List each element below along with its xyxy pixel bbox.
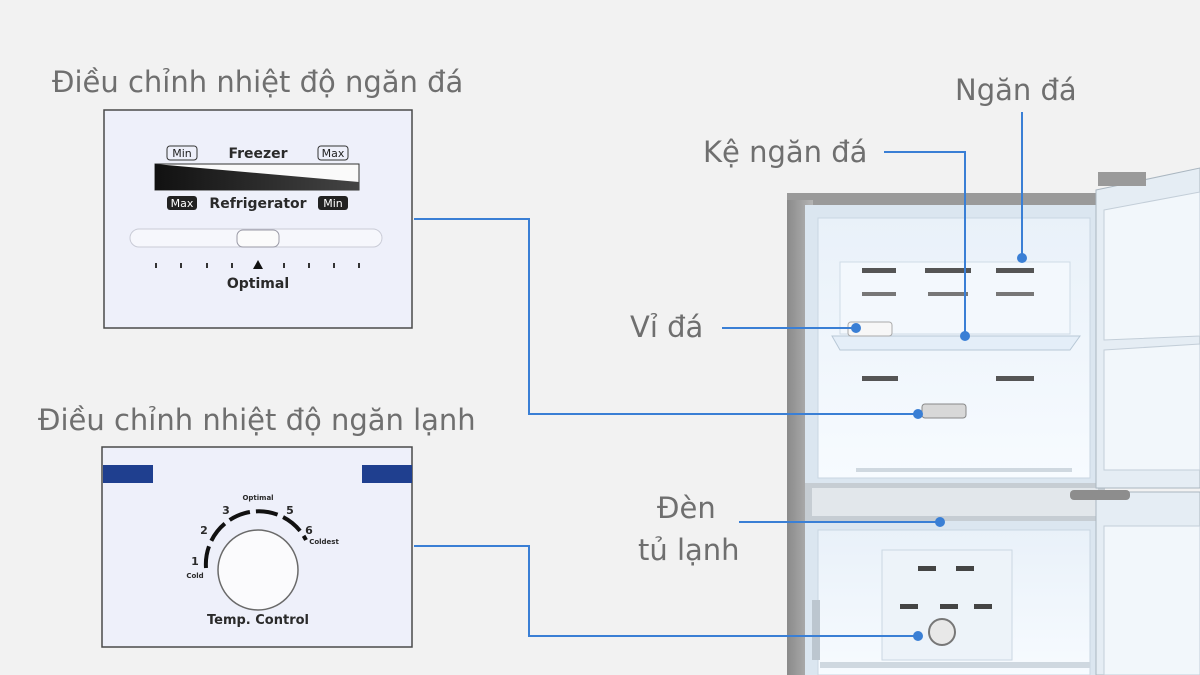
vent-slot (996, 292, 1034, 296)
fridge-dial-knob (928, 618, 956, 646)
min-tag-2: Min (323, 197, 343, 210)
freezer-adjust-caption: Điều chỉnh nhiệt độ ngăn đá (52, 65, 463, 99)
vent-slot (956, 566, 974, 571)
temp-control-dial[interactable] (217, 529, 299, 611)
door-hinge (1070, 490, 1130, 500)
fridge-adjust-caption: Điều chỉnh nhiệt độ ngăn lạnh (38, 403, 476, 437)
max-tag: Max (322, 147, 345, 160)
optimal-marker-icon (253, 260, 263, 269)
max-tag-2: Max (171, 197, 194, 210)
freezer-slider-thumb[interactable] (236, 229, 280, 248)
dial-coldest-label: Coldest (309, 538, 339, 546)
max-tag-box (317, 145, 349, 161)
scale-wedge (155, 164, 359, 190)
navy-accent-right (362, 465, 412, 483)
freezer-control-panel: Min Freezer Max Max Refrigerator Min Opt… (103, 109, 413, 329)
dial-optimal-label: Optimal (242, 494, 273, 502)
fridge-left-rail (812, 600, 820, 660)
min-tag-box (166, 145, 198, 161)
refrigerator-label: Refrigerator (209, 196, 306, 212)
min-tag: Min (172, 147, 192, 160)
vent-slot (862, 376, 898, 381)
vent-slot (900, 604, 918, 609)
navy-accent-left (103, 465, 153, 483)
dial-number-1: 1 (191, 555, 199, 568)
max-tag-box-filled (167, 196, 197, 210)
ice-tray-caption: Vỉ đá (630, 310, 703, 344)
dial-number-5: 5 (286, 504, 294, 517)
dial-number-6: 6 (305, 524, 313, 537)
freezer-door-bin (1103, 343, 1200, 471)
leader-endpoints (851, 253, 1027, 641)
dial-number-3: 3 (222, 504, 230, 517)
freezer-label: Freezer (228, 146, 287, 162)
freezer-shelf-caption: Kệ ngăn đá (703, 135, 867, 169)
vent-slot (974, 604, 992, 609)
dial-number-2: 2 (200, 524, 208, 537)
vent-slot (862, 292, 896, 296)
vent-slot (928, 292, 968, 296)
freezer-door-bin (1103, 191, 1200, 341)
compartment-divider-face (812, 488, 1098, 516)
door-hinge (1098, 172, 1146, 186)
leader-freezer-control (414, 218, 918, 415)
freezer-floor-line (856, 468, 1072, 472)
fridge-shelf-edge (820, 662, 1090, 668)
leader-freezer-shelf (884, 151, 966, 336)
vent-slot (918, 566, 936, 571)
dial-scale-arc (203, 509, 308, 569)
freezer-compartment-caption: Ngăn đá (955, 73, 1077, 107)
freezer-control-knob (921, 403, 967, 419)
leader-fridge-control (414, 545, 918, 637)
fridge-top-frame (787, 193, 1107, 205)
freezer-glass-shelf (831, 335, 1081, 351)
leader-lines (414, 112, 1023, 637)
slider-ticks (155, 263, 360, 268)
vent-slot (940, 604, 958, 609)
fridge-light-caption-line2: tủ lạnh (638, 533, 740, 567)
dial-cold-label: Cold (186, 572, 203, 580)
vent-slot (996, 376, 1034, 381)
refrigerator-illustration (787, 167, 1200, 675)
fridge-door-bin (1103, 525, 1200, 675)
optimal-label: Optimal (227, 276, 289, 292)
fridge-control-panel: 1 Cold 2 3 Optimal 5 6 Coldest Temp. Con… (101, 446, 413, 648)
fridge-light-caption-line1: Đèn (657, 491, 716, 525)
vent-slot (996, 268, 1034, 273)
vent-slot (862, 268, 896, 273)
min-tag-box-filled (318, 196, 348, 210)
freezer-panel-box (103, 109, 413, 329)
temp-control-label: Temp. Control (207, 613, 309, 628)
vent-slot (925, 268, 971, 273)
